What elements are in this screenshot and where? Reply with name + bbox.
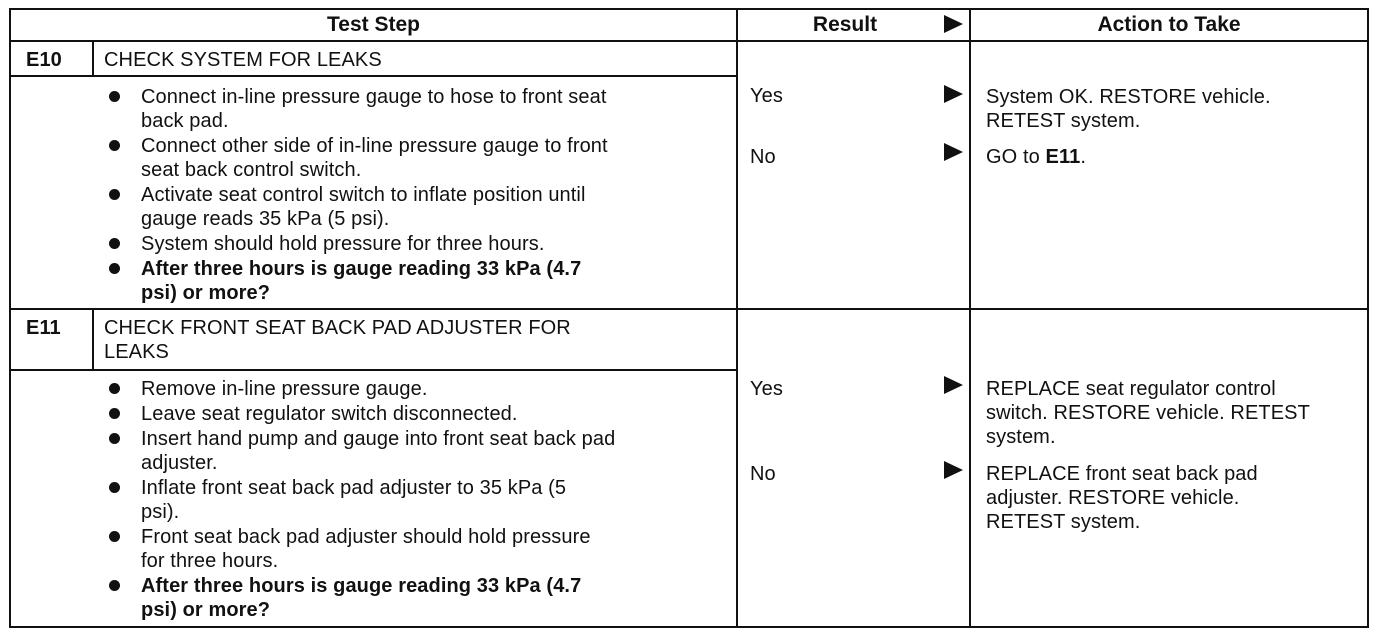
result-arrow-icon (944, 376, 963, 394)
action-step-ref: E11 (1045, 146, 1081, 168)
header-bottom-border (9, 40, 1369, 42)
bullet-text: Connect other side of in-line pressure g… (141, 135, 608, 157)
header-test-step: Test Step (327, 13, 420, 36)
bullet-text: adjuster. (141, 452, 218, 474)
step-title-bottom-border (9, 75, 738, 77)
bullet-icon (109, 238, 120, 249)
test-step-column-divider (736, 8, 738, 628)
step-id-divider (92, 42, 94, 76)
action-text: RETEST system. (986, 511, 1141, 533)
result-yes: Yes (750, 378, 783, 400)
question-text: After three hours is gauge reading 33 kP… (141, 575, 582, 597)
question-text: psi) or more? (141, 599, 271, 621)
action-text: switch. RESTORE vehicle. RETEST (986, 402, 1310, 424)
bullet-icon (109, 433, 120, 444)
step-id: E10 (26, 49, 62, 71)
result-arrow-icon (944, 461, 963, 479)
question-text: psi) or more? (141, 282, 271, 304)
bullet-text: Remove in-line pressure gauge. (141, 378, 428, 400)
action-goto-label: GO to (986, 146, 1046, 168)
result-no: No (750, 463, 776, 485)
result-arrow-icon (944, 143, 963, 161)
bullet-text: psi). (141, 501, 180, 523)
step-title: CHECK FRONT SEAT BACK PAD ADJUSTER FOR (104, 317, 571, 339)
action-text: system. (986, 426, 1056, 448)
bullet-text: gauge reads 35 kPa (5 psi). (141, 208, 390, 230)
result-no: No (750, 146, 776, 168)
bullet-icon (109, 91, 120, 102)
bullet-icon (109, 408, 120, 419)
bullet-icon (109, 482, 120, 493)
bullet-icon (109, 383, 120, 394)
left-border (9, 8, 11, 628)
bullet-icon (109, 189, 120, 200)
header-action-to-take: Action to Take (1097, 13, 1241, 36)
bullet-text: Inflate front seat back pad adjuster to … (141, 477, 567, 499)
result-arrow-icon (944, 85, 963, 103)
right-border (1367, 8, 1369, 628)
row-divider (9, 308, 1369, 310)
result-column-divider (969, 8, 971, 628)
bullet-text: Activate seat control switch to inflate … (141, 184, 586, 206)
table-bottom-border (9, 626, 1369, 628)
action-text: REPLACE front seat back pad (986, 463, 1258, 485)
action-text: GO to E11. (986, 145, 1086, 169)
action-text: REPLACE seat regulator control (986, 378, 1276, 400)
bullet-text: Connect in-line pressure gauge to hose t… (141, 86, 607, 108)
action-goto-suffix: . (1080, 146, 1086, 168)
bullet-icon (109, 531, 120, 542)
bullet-text: for three hours. (141, 550, 279, 572)
step-id-divider (92, 310, 94, 370)
action-text: RETEST system. (986, 110, 1141, 132)
step-id: E11 (26, 317, 61, 339)
action-text: adjuster. RESTORE vehicle. (986, 487, 1240, 509)
bullet-icon (109, 140, 120, 151)
bullet-text: System should hold pressure for three ho… (141, 233, 545, 255)
header-result: Result (812, 13, 878, 36)
bullet-icon (109, 263, 120, 274)
step-title-bottom-border (9, 369, 738, 371)
action-text: System OK. RESTORE vehicle. (986, 86, 1271, 108)
step-title: CHECK SYSTEM FOR LEAKS (104, 49, 382, 71)
question-text: After three hours is gauge reading 33 kP… (141, 258, 582, 280)
bullet-text: back pad. (141, 110, 229, 132)
table-top-border (9, 8, 1369, 10)
result-yes: Yes (750, 85, 783, 107)
bullet-text: seat back control switch. (141, 159, 362, 181)
bullet-icon (109, 580, 120, 591)
bullet-text: Insert hand pump and gauge into front se… (141, 428, 616, 450)
bullet-text: Front seat back pad adjuster should hold… (141, 526, 591, 548)
step-title: LEAKS (104, 341, 169, 363)
bullet-text: Leave seat regulator switch disconnected… (141, 403, 518, 425)
header-arrow-icon (944, 15, 963, 33)
